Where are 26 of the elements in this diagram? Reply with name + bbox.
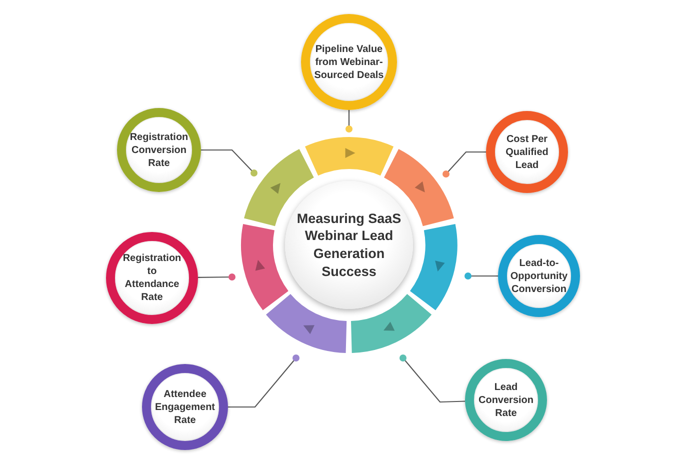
leader-line bbox=[201, 149, 258, 176]
metric-circle bbox=[498, 235, 580, 317]
node-label: Cost Per Qualified Lead bbox=[504, 132, 550, 172]
leader-line bbox=[198, 274, 236, 280]
leader-line bbox=[464, 272, 498, 280]
metric-circle bbox=[117, 108, 201, 192]
leader-line bbox=[346, 110, 352, 132]
node-label: Registration Conversion Rate bbox=[128, 130, 190, 170]
node-label: Measuring SaaS Webinar Lead Generation Success bbox=[296, 210, 402, 280]
node-label: Attendee Engagement Rate bbox=[154, 388, 216, 426]
ring-segment bbox=[350, 294, 432, 353]
metric-circle bbox=[465, 359, 547, 441]
ring-segment bbox=[266, 294, 347, 353]
leader-line bbox=[442, 151, 486, 178]
leader-line bbox=[400, 354, 466, 403]
node-label: Pipeline Value from Webinar-Sourced Deals bbox=[313, 42, 385, 82]
node-label: Lead-to-Opportunity Conversion bbox=[509, 256, 569, 296]
metric-circle bbox=[486, 111, 568, 193]
ring-segment bbox=[304, 137, 394, 176]
center-circle bbox=[285, 181, 413, 309]
leader-line bbox=[228, 354, 300, 408]
ring-segment bbox=[241, 224, 288, 310]
metric-circle bbox=[142, 364, 228, 450]
ring-segment bbox=[410, 224, 457, 310]
node-label: Lead Conversion Rate bbox=[477, 380, 534, 420]
node-label: Registration to Attendance Rate bbox=[122, 252, 182, 304]
